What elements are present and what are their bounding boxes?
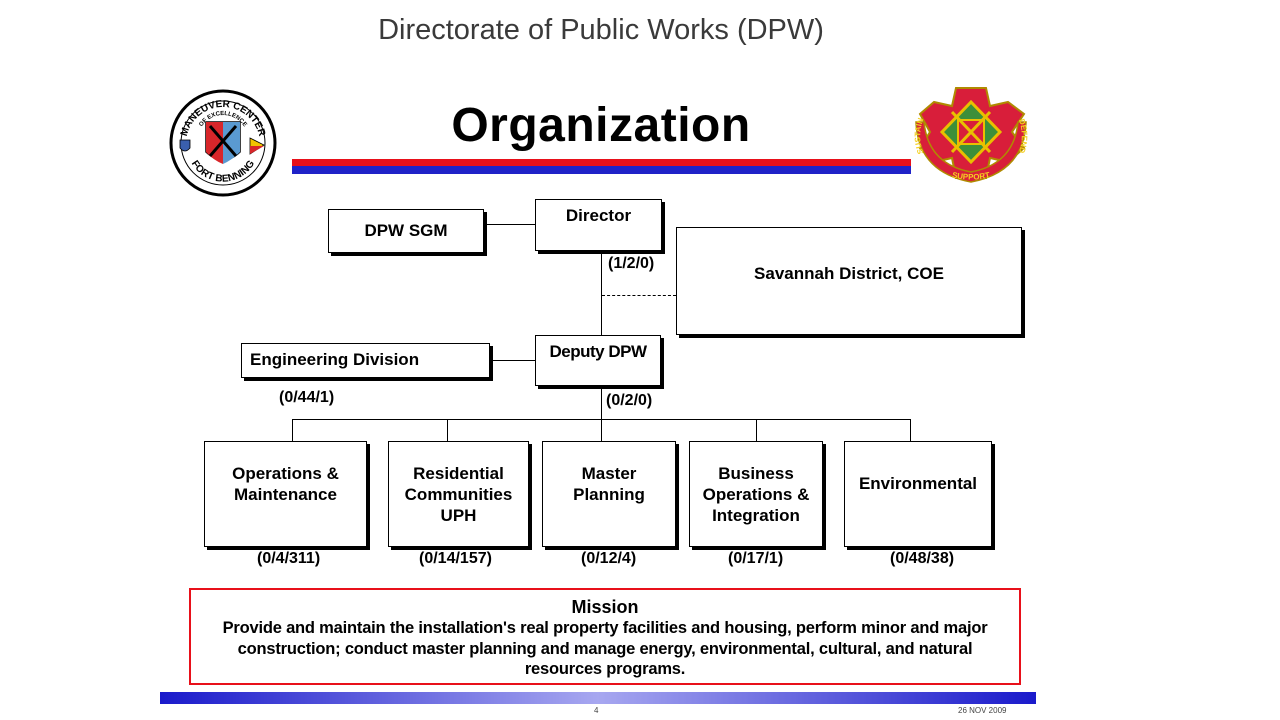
division-master-planning-strength: (0/12/4) — [581, 550, 637, 567]
connector-drop-5 — [910, 419, 911, 441]
engineering-box: Engineering Division — [241, 343, 490, 378]
division-business-strength: (0/17/1) — [728, 550, 784, 567]
coe-box: Savannah District, COE — [676, 227, 1022, 335]
director-strength: (1/2/0) — [608, 255, 655, 272]
maneuver-center-logo: MANEUVER CENTER OF EXCELLENCE FORT BENNI… — [169, 89, 277, 197]
division-residential-box: Residential Communities UPH — [388, 441, 529, 547]
mission-body: Provide and maintain the installation's … — [222, 619, 988, 678]
crest-text-bottom: SUPPORT — [951, 170, 991, 181]
division-residential-strength: (0/14/157) — [419, 550, 492, 567]
army-crest-logo: SUSTAIN SUPPORT DEFEND — [913, 87, 1029, 183]
director-label: Director — [565, 206, 632, 225]
engineering-strength: (0/44/1) — [279, 389, 335, 406]
page-title: Directorate of Public Works (DPW) — [378, 14, 824, 46]
sgm-label: DPW SGM — [364, 221, 448, 240]
slide-heading: Organization — [451, 99, 751, 152]
division-environmental-strength: (0/48/38) — [890, 550, 955, 567]
mission-box: Mission Provide and maintain the install… — [189, 588, 1021, 685]
connector-drop-3 — [601, 419, 602, 441]
connector-sgm-director — [483, 224, 536, 225]
svg-text:SUPPORT: SUPPORT — [951, 170, 991, 181]
connector-engineering-deputy — [490, 360, 536, 361]
connector-drop-2 — [447, 419, 448, 441]
connector-coe-dashed — [602, 295, 676, 296]
coe-label: Savannah District, COE — [754, 264, 944, 283]
svg-text:DEFEND: DEFEND — [1017, 118, 1029, 155]
division-residential-label: Residential Communities UPH — [404, 464, 513, 525]
connector-drop-4 — [756, 419, 757, 441]
connector-drop-1 — [292, 419, 293, 441]
connector-director-deputy — [601, 251, 602, 336]
division-master-planning-box: Master Planning — [542, 441, 676, 547]
svg-text:SUSTAIN: SUSTAIN — [913, 117, 925, 156]
deputy-strength: (0/2/0) — [606, 392, 653, 409]
division-environmental-label: Environmental — [858, 474, 978, 493]
sgm-box: DPW SGM — [328, 209, 484, 253]
footer-page-number: 4 — [594, 706, 599, 715]
division-operations-label: Operations & Maintenance — [232, 464, 339, 504]
deputy-label: Deputy DPW — [549, 342, 648, 361]
heading-red-bar — [292, 159, 911, 166]
division-operations-box: Operations & Maintenance — [204, 441, 367, 547]
footer-date: 26 NOV 2009 — [958, 706, 1007, 715]
division-environmental-box: Environmental — [844, 441, 992, 547]
engineering-label: Engineering Division — [250, 350, 420, 369]
director-box: Director — [535, 199, 662, 251]
division-business-box: Business Operations & Integration — [689, 441, 823, 547]
mission-title: Mission — [571, 597, 639, 617]
division-business-label: Business Operations & Integration — [702, 464, 810, 525]
deputy-box: Deputy DPW — [535, 335, 661, 386]
heading-blue-bar — [292, 166, 911, 174]
division-operations-strength: (0/4/311) — [257, 550, 321, 567]
crest-text-right: DEFEND — [1017, 118, 1029, 155]
crest-text-left: SUSTAIN — [913, 117, 925, 156]
footer-bar — [160, 692, 1036, 704]
connector-deputy-bus — [601, 386, 602, 420]
division-master-planning-label: Master Planning — [573, 464, 645, 504]
